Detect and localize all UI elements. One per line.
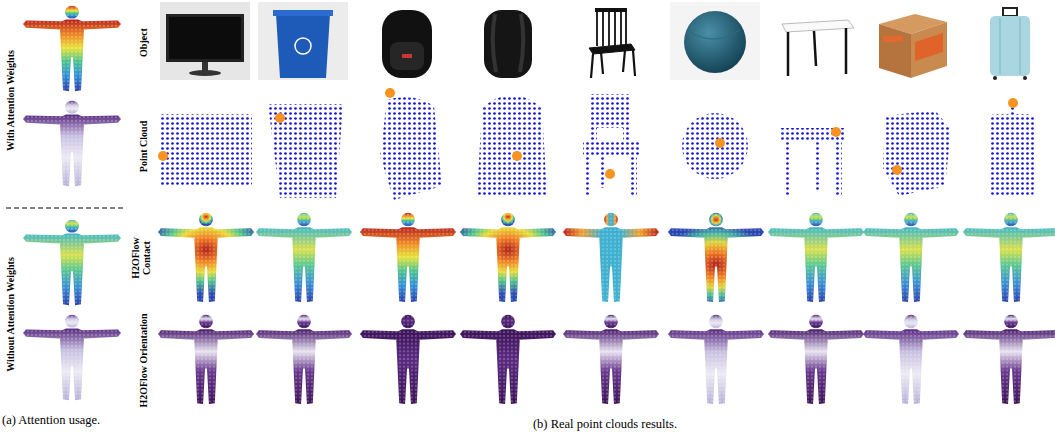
- row-label: Object: [138, 2, 149, 82]
- row-label: Point Cloud: [138, 91, 149, 201]
- subcaption: (b) Real point clouds results.: [405, 418, 805, 432]
- subcaption: (a) Attention usage.: [2, 414, 132, 428]
- row-label: With Attention Weights: [5, 5, 16, 195]
- row-label: H2OFlow Contact: [130, 227, 152, 289]
- row-label: Without Attention Weights: [5, 214, 16, 414]
- row-label: H2OFlow Orientation: [138, 310, 149, 410]
